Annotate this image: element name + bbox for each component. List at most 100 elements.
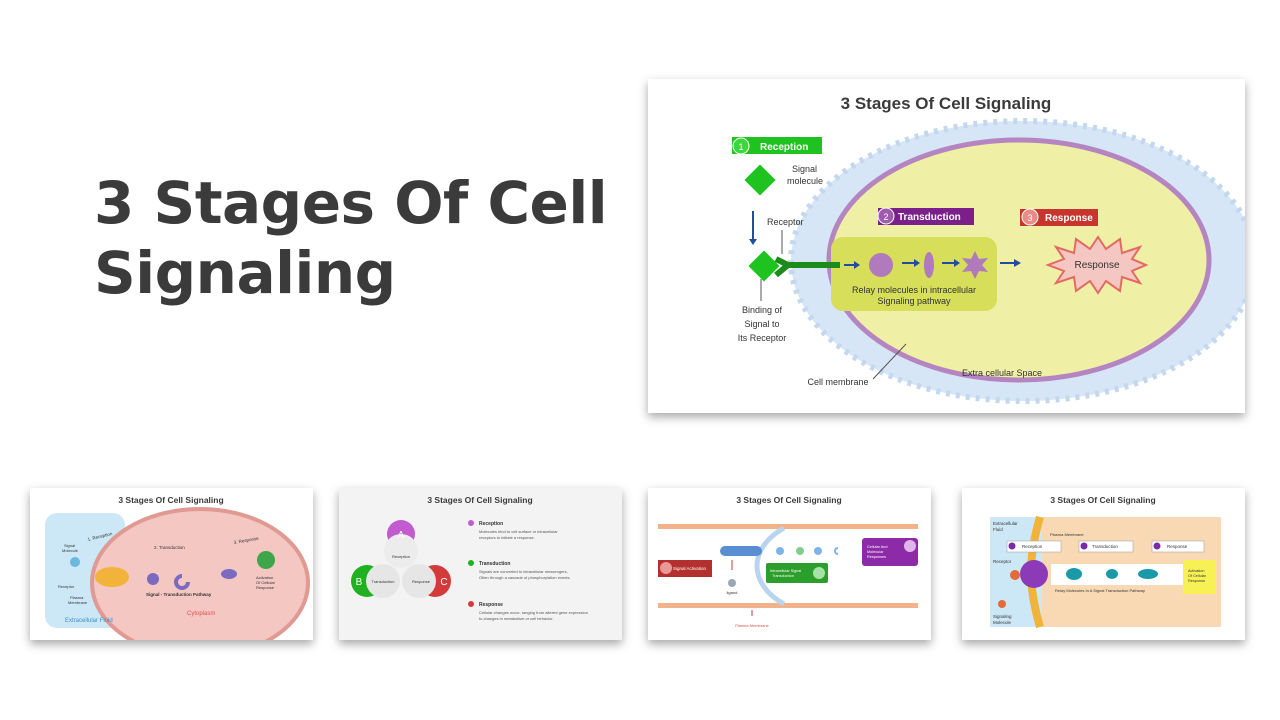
stage2-num: 2 [883, 212, 888, 222]
thumb4-response: Response [1167, 544, 1188, 549]
thumb2-item2-body1: Signals are converted to intracellular m… [479, 569, 568, 574]
signal-molecule-label-2: molecule [787, 176, 823, 186]
thumb1-response: 3. Response [233, 536, 259, 545]
thumb4-receptor-shape [1020, 560, 1048, 588]
thumb2-item3-head: Response [479, 602, 503, 608]
thumb1-plasma: Plasma [70, 595, 84, 600]
thumb1-cell [90, 507, 310, 640]
thumb3-cellular-1: Cellular And [867, 545, 887, 549]
stage1-badge [732, 137, 822, 154]
thumb2-reception-small: Reception [392, 554, 410, 559]
thumb1-activation-3: Response [256, 585, 275, 590]
binding-label-2: Signal to [744, 319, 779, 329]
relay-ellipse [924, 252, 934, 278]
thumb3-intracellular-2: Transduction [772, 574, 794, 578]
signal-molecule-label: Signal [792, 164, 817, 174]
response-burst-label: Response [1074, 260, 1119, 271]
thumb4-reception: Reception [1022, 544, 1043, 549]
stage3-badge [1020, 209, 1098, 226]
thumb2-item2-head: Transduction [479, 561, 510, 567]
cell-membrane-shape [826, 137, 1212, 383]
cell-membrane-label: Cell membrane [807, 377, 868, 387]
stage2-badge [878, 208, 974, 225]
thumb1-reception: 1. Reception [87, 531, 113, 542]
thumb3-intracellular-1: Intracellular Signal [770, 569, 801, 573]
thumb1-title: 3 Stages Of Cell Signaling [118, 495, 223, 505]
thumb1-transduction: 2. Transduction [154, 545, 185, 550]
thumb2-item1-head: Reception [479, 521, 503, 527]
main-slide-preview[interactable]: 3 Stages Of Cell Signaling Relay molecul… [648, 79, 1245, 413]
thumb3-signal-activation-box [658, 560, 712, 577]
thumb1-check-icon [257, 551, 275, 569]
response-burst [1045, 235, 1149, 295]
bound-signal-shape [748, 250, 780, 282]
relay-label-1: Relay molecules in intracellular [852, 285, 976, 295]
thumb2-item3-body2: to changes in metabolism or cell behavio… [479, 616, 553, 621]
thumbnail-slide-1[interactable]: 3 Stages Of Cell Signaling 1. Reception … [30, 488, 313, 640]
thumb1-activation-2: Of Cellular [256, 580, 276, 585]
thumb1-cytoplasm: Cytoplasm [187, 611, 215, 617]
thumb4-signaling-2: Molecule [993, 620, 1012, 625]
thumb1-receptor-label: Receptor [58, 584, 75, 589]
thumb2-a: A [398, 530, 405, 541]
relay-label-2: Signaling pathway [877, 296, 951, 306]
thumb4-transduction: Transduction [1092, 544, 1118, 549]
thumb4-fluid-1: Extracellular [993, 521, 1018, 526]
thumb2-item2-body2: Often through a cascade of phosphorylati… [479, 575, 571, 580]
stage2-label: Transduction [898, 212, 961, 223]
thumb3-plasma: Plasma Membrane [735, 623, 769, 628]
arrow [1014, 259, 1021, 267]
thumb1-fluid: Extracellular Fluid [65, 618, 113, 624]
thumb3-intracellular-box [766, 563, 828, 583]
relay-star [962, 251, 988, 279]
thumb1-receptor [95, 567, 129, 587]
thumb3-cellular-3: Responses [867, 555, 886, 559]
thumb3-receptor [720, 546, 762, 556]
page-title: 3 Stages Of Cell Signaling [94, 169, 608, 307]
thumb3-title: 3 Stages Of Cell Signaling [736, 495, 841, 505]
main-slide-title: 3 Stages Of Cell Signaling [841, 94, 1052, 113]
receptor-shape [774, 256, 840, 278]
thumb3-signal-activation: Signal Activation [673, 566, 707, 571]
thumb4-fluid-2: Fluid [993, 527, 1003, 532]
thumb3-ligand-shape [728, 579, 736, 587]
thumb4-relay: Relay Molecules In A Signal Transduction… [1055, 588, 1145, 593]
binding-label-3: Its Receptor [738, 333, 787, 343]
receptor-label: Receptor [767, 217, 804, 227]
thumb2-title: 3 Stages Of Cell Signaling [427, 495, 532, 505]
thumb1-activation-1: Activation [256, 575, 273, 580]
thumb4-receptor: Receptor [993, 559, 1012, 564]
relay-circle [869, 253, 893, 277]
thumb4-plasma: Plasma Membrane [1050, 532, 1084, 537]
thumbnail-slide-3[interactable]: 3 Stages Of Cell Signaling Signal Activa… [648, 488, 931, 640]
signal-molecule-shape [744, 164, 776, 196]
thumb4-activation-3: Response [1188, 579, 1205, 583]
stage3-label: Response [1045, 213, 1093, 224]
stage1-num: 1 [738, 142, 743, 152]
thumb2-item1-body1: Molecules bind to cell surface or intrac… [479, 529, 558, 534]
thumb4-activation-1: Activation [1188, 569, 1204, 573]
thumb1-signal: Signal [64, 543, 75, 548]
thumb2-item3-body1: Cellular changes occur, ranging from alt… [479, 610, 588, 615]
binding-label-1: Binding of [742, 305, 783, 315]
thumb4-signaling-1: Signaling [993, 614, 1012, 619]
thumb3-cellular-box [862, 538, 918, 566]
stage3-num: 3 [1027, 213, 1032, 223]
relay-box [831, 237, 997, 311]
thumb1-pathway: Signal - Transduction Pathway [146, 592, 212, 597]
thumbnail-slide-4[interactable]: 3 Stages Of Cell Signaling Extracellular… [962, 488, 1245, 640]
thumb2-b: B [356, 577, 363, 588]
thumb1-molecule: Molecule [62, 548, 79, 553]
thumb4-activation-box [1183, 560, 1216, 594]
thumbnail-slide-2[interactable]: 3 Stages Of Cell Signaling A B C Recepti… [339, 488, 622, 640]
thumb2-item1-body2: receptors to initiate a response. [479, 535, 535, 540]
thumb2-response-small: Response [412, 579, 431, 584]
thumb2-transduction-small: Transduction [372, 579, 395, 584]
thumb4-title: 3 Stages Of Cell Signaling [1050, 495, 1155, 505]
stage1-label: Reception [760, 142, 808, 153]
extra-space-label: Extra cellular Space [962, 368, 1042, 378]
thumb2-c: C [440, 577, 447, 588]
thumb1-membrane: Membrane [68, 600, 88, 605]
thumb4-activation-2: Of Cellular [1188, 574, 1207, 578]
thumb3-ligand: ligand [727, 590, 738, 595]
